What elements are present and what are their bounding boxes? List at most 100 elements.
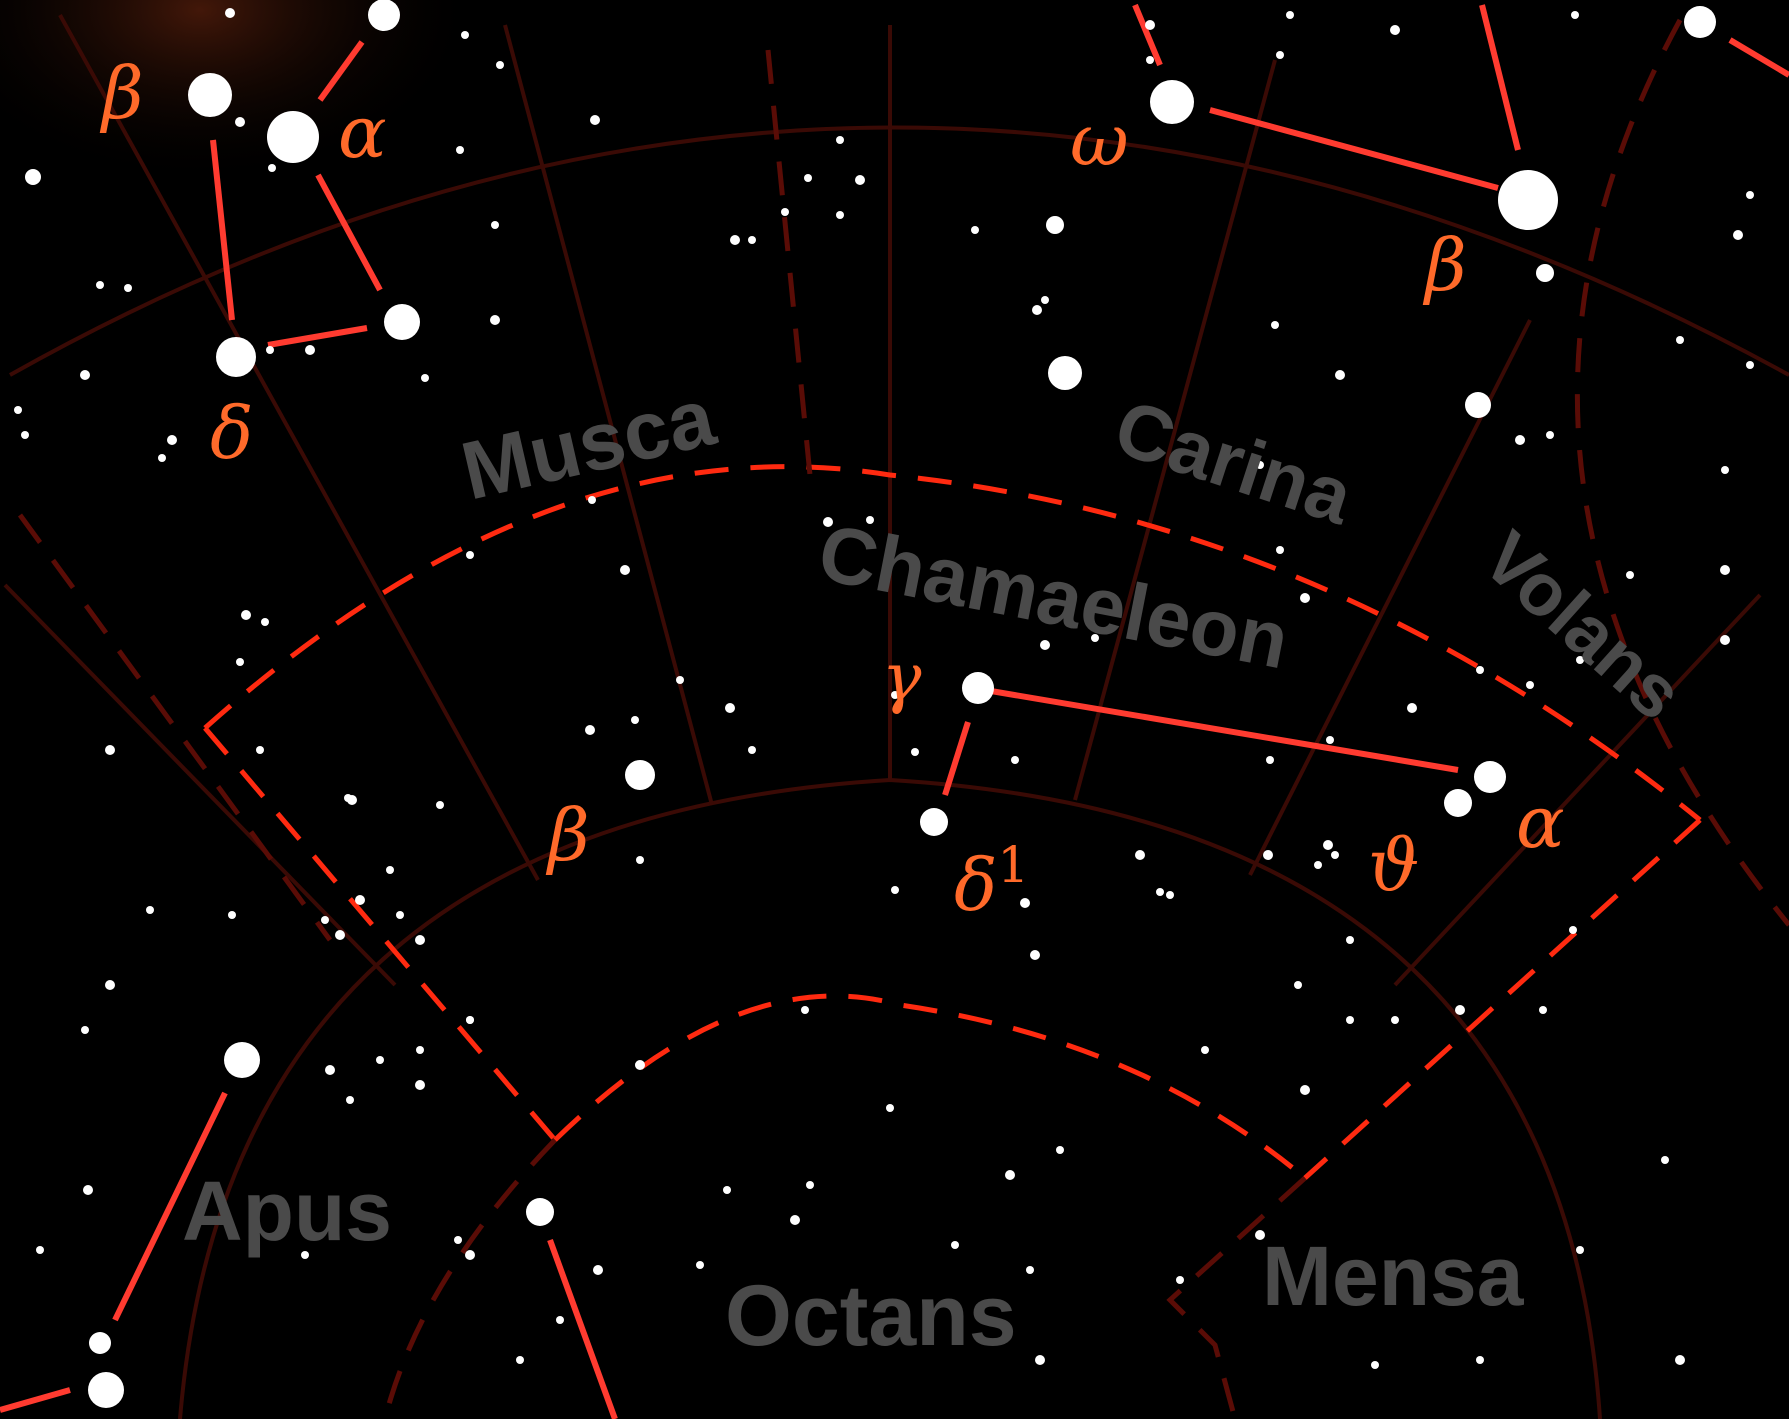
label-cha-delta1-sup: 1 [997,836,1029,894]
star-musca-beta [188,73,232,117]
star-small [25,169,41,185]
faint-star [636,856,644,864]
grid-meridian-5 [1073,59,1277,801]
faint-star [1661,1156,1669,1164]
faint-star [1346,936,1354,944]
figure-musca-delta-lambda [267,325,368,348]
faint-star [556,1316,564,1324]
faint-star [1331,851,1339,859]
faint-star [1020,898,1030,908]
faint-star [1326,736,1334,744]
faint-star [1335,370,1345,380]
star-cha-beta [625,760,655,790]
faint-star [1091,634,1099,642]
faint-star [305,345,315,355]
faint-star [1746,191,1754,199]
faint-star [1266,756,1274,764]
faint-star [355,895,365,905]
faint-star [1035,1355,1045,1365]
faint-star [1314,861,1322,869]
faint-star [225,8,235,18]
faint-star [461,31,469,39]
faint-star [866,516,874,524]
faint-star [748,746,756,754]
star-carina-mid [1048,356,1082,390]
grid-arc-outer [9,125,1789,377]
faint-star [456,146,464,154]
label-cha-theta: ϑ [1368,823,1419,907]
faint-star [1026,1266,1034,1274]
faint-star [241,610,251,620]
faint-star [855,175,865,185]
faint-star [96,281,104,289]
label-apus: Apus [182,1164,392,1258]
faint-star [725,703,735,713]
faint-star [676,676,684,684]
faint-star [158,454,166,462]
faint-star [1030,950,1040,960]
figure-carina-omega-beta [1209,107,1499,191]
faint-star [588,496,596,504]
faint-star [891,691,899,699]
stars [25,0,1716,1408]
faint-star [466,551,474,559]
label-carina-beta: β [1422,223,1467,307]
faint-star [1040,640,1050,650]
faint-star [1391,1016,1399,1024]
constellation-boundaries [17,18,1789,1419]
faint-star [490,315,500,325]
star-octans-1 [526,1198,554,1226]
figure-musca-alpha-north [317,40,365,102]
boundary-carina-volans [1574,18,1789,927]
faint-star [301,1251,309,1259]
faint-star [124,284,132,292]
faint-star [1300,1085,1310,1095]
faint-star [1733,230,1743,240]
star-apus-1 [224,1042,260,1078]
boundary-chamaeleon-west [203,726,557,1142]
figure-carina-ne [1728,37,1789,78]
faint-star [886,1104,894,1112]
star-cha-gamma [962,672,994,704]
faint-star [1271,321,1279,329]
faint-star [911,748,919,756]
faint-star [836,136,844,144]
label-cha-gamma: γ [882,639,922,716]
faint-star [635,1060,645,1070]
faint-star [256,746,264,754]
faint-star [1011,756,1019,764]
faint-star [1571,11,1579,19]
star-musca-alpha [267,111,319,163]
faint-star [593,1265,603,1275]
label-musca-alpha: α [338,90,387,174]
faint-star [1407,703,1417,713]
faint-star [1032,305,1042,315]
faint-star [1539,1006,1547,1014]
label-cha-beta: β [545,793,590,877]
faint-star [1256,461,1264,469]
faint-star [1546,431,1554,439]
figure-apus [112,1091,228,1322]
star-musca-lambda [384,304,420,340]
faint-star [585,725,595,735]
faint-star [491,221,499,229]
star-apus-2 [89,1332,111,1354]
label-mensa: Mensa [1262,1229,1525,1323]
faint-star [620,565,630,575]
faint-star [1390,25,1400,35]
faint-star [1286,11,1294,19]
boundary-chamaeleon-north [203,464,1702,822]
faint-star [436,801,444,809]
label-musca-delta: δ [210,391,253,475]
faint-star [631,716,639,724]
faint-star [235,117,245,127]
label-octans: Octans [725,1268,1017,1364]
faint-star [1176,1276,1184,1284]
boundary-octans-apus [382,1138,557,1419]
faint-star [415,1080,425,1090]
star-musca-north [368,0,400,31]
faint-star [335,930,345,940]
star-carina-omega [1150,80,1194,124]
faint-star [1746,361,1754,369]
